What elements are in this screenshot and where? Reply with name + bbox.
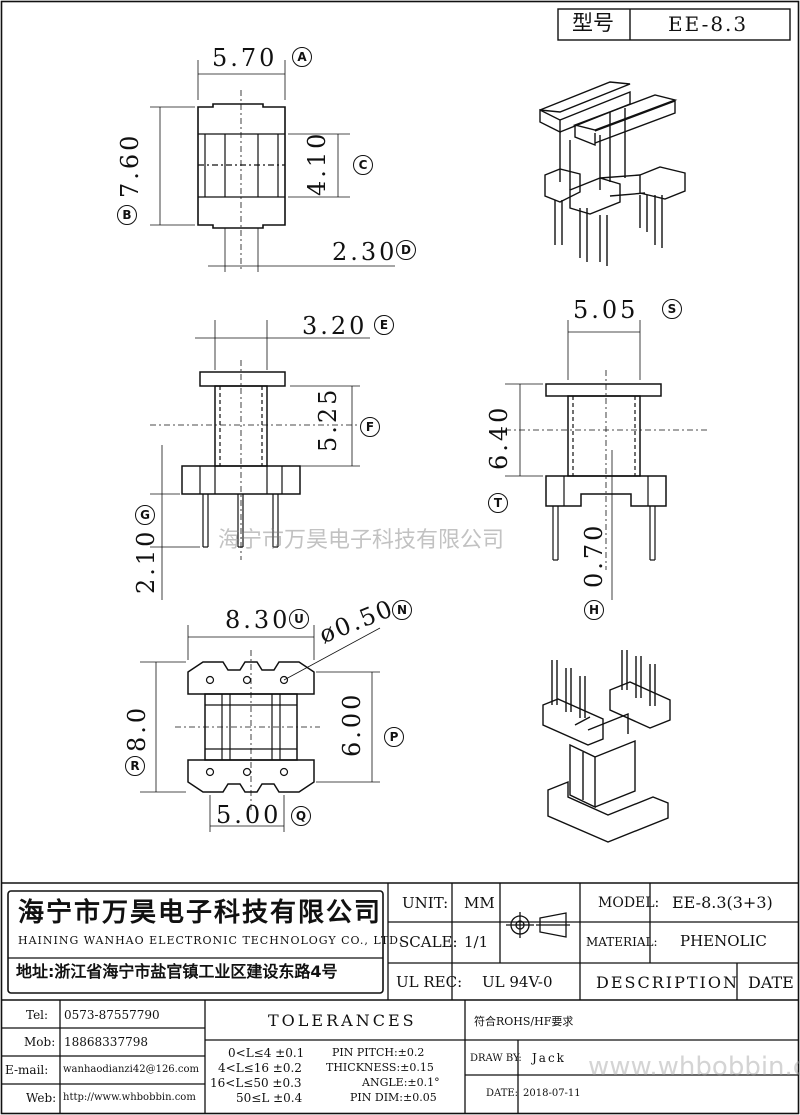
marker-r: R — [125, 756, 145, 776]
bottom-view — [140, 625, 381, 832]
marker-b: B — [117, 205, 137, 225]
iso-view-bottom — [542, 650, 671, 843]
marker-a: A — [292, 47, 312, 67]
front-view — [150, 320, 370, 600]
marker-c: C — [353, 155, 373, 175]
iso-view-top — [539, 81, 686, 266]
side-view — [505, 320, 710, 600]
dim-q-value: 5.00 — [216, 801, 282, 829]
scale-value: 1/1 — [464, 933, 489, 951]
description-label: DESCRIPTION — [596, 973, 739, 992]
date-row-value: 2018-07-11 — [523, 1088, 581, 1099]
dim-a-value: 5.70 — [212, 44, 278, 72]
unit-label: UNIT: — [402, 894, 449, 912]
material-value: PHENOLIC — [680, 932, 767, 950]
marker-u: U — [289, 609, 309, 629]
tolerance-row: 16<L≤50 ±0.3 — [210, 1076, 302, 1090]
material-label: MATERIAL: — [586, 935, 658, 949]
marker-h: H — [584, 600, 604, 620]
tolerance-spec: ANGLE:±0.1° — [362, 1076, 440, 1089]
tolerance-spec: PIN DIM:±0.05 — [350, 1091, 437, 1104]
marker-e: E — [374, 315, 394, 335]
dim-d-value: 2.30 — [332, 238, 398, 266]
tolerance-row: 50≤L ±0.4 — [236, 1091, 303, 1105]
dim-t-value: 6.40 — [485, 404, 513, 470]
tel-label: Tel: — [26, 1008, 49, 1022]
site-watermark: www.whbobbin.com — [588, 1052, 800, 1082]
draw-by-value: Jack — [532, 1051, 566, 1065]
dim-s-value: 5.05 — [573, 296, 639, 324]
model-header-label: 型号 — [572, 11, 614, 35]
tolerance-row: 4<L≤16 ±0.2 — [218, 1061, 302, 1075]
email-value: wanhaodianzi42@126.com — [63, 1064, 199, 1075]
dim-f-value: 5.25 — [314, 386, 342, 452]
model-header-value: EE-8.3 — [668, 12, 749, 36]
top-view — [150, 60, 395, 272]
dim-h-value: 0.70 — [580, 522, 608, 588]
tel-value: 0573-87557790 — [64, 1008, 160, 1022]
mob-value: 18868337798 — [64, 1035, 148, 1049]
tolerance-spec: PIN PITCH:±0.2 — [332, 1046, 425, 1059]
draw-by-label: DRAW BY: — [470, 1053, 522, 1064]
dim-p-value: 6.00 — [338, 691, 366, 757]
marker-n: N — [392, 600, 412, 620]
company-watermark: 海宁市万昊电子科技有限公司 — [218, 528, 505, 553]
web-label: Web: — [26, 1091, 57, 1105]
date-header-label: DATE — [748, 973, 794, 992]
marker-d: D — [396, 240, 416, 260]
marker-s: S — [662, 299, 682, 319]
tolerances-title: TOLERANCES — [268, 1011, 417, 1030]
scale-label: SCALE: — [399, 933, 458, 951]
marker-g: G — [135, 505, 155, 525]
mob-label: Mob: — [24, 1035, 56, 1049]
rohs-note: 符合ROHS/HF要求 — [474, 1015, 574, 1028]
title-block-lines — [2, 882, 798, 1113]
marker-t: T — [488, 493, 508, 513]
model-header-box — [557, 8, 791, 41]
dim-r-value: 8.0 — [123, 704, 151, 752]
web-value: http://www.whbobbin.com — [63, 1092, 196, 1103]
dim-u-value: 8.30 — [225, 606, 291, 634]
model-label: MODEL: — [598, 895, 660, 911]
dim-c-value: 4.10 — [303, 130, 331, 196]
model-value: EE-8.3(3+3) — [672, 893, 773, 912]
marker-f: F — [360, 417, 380, 437]
date-row-label: DATE: — [486, 1088, 519, 1099]
dim-b-value: 7.60 — [116, 132, 144, 198]
marker-q: Q — [291, 806, 311, 826]
ul-rec-value: UL 94V-0 — [482, 973, 553, 991]
company-name-en: HAINING WANHAO ELECTRONIC TECHNOLOGY CO.… — [18, 934, 404, 947]
company-name-cn: 海宁市万昊电子科技有限公司 — [18, 898, 383, 928]
dim-e-value: 3.20 — [302, 312, 368, 340]
dim-g-value: 2.10 — [132, 528, 160, 594]
marker-p: P — [384, 727, 404, 747]
ul-rec-label: UL REC: — [396, 973, 463, 991]
tolerance-spec: THICKNESS:±0.15 — [326, 1061, 434, 1074]
tolerance-row: 0<L≤4 ±0.1 — [228, 1046, 305, 1060]
email-label: E-mail: — [5, 1063, 49, 1077]
projection-symbol — [506, 912, 570, 938]
company-address: 地址:浙江省海宁市盐官镇工业区建设东路4号 — [16, 962, 338, 981]
unit-value: MM — [464, 894, 495, 912]
